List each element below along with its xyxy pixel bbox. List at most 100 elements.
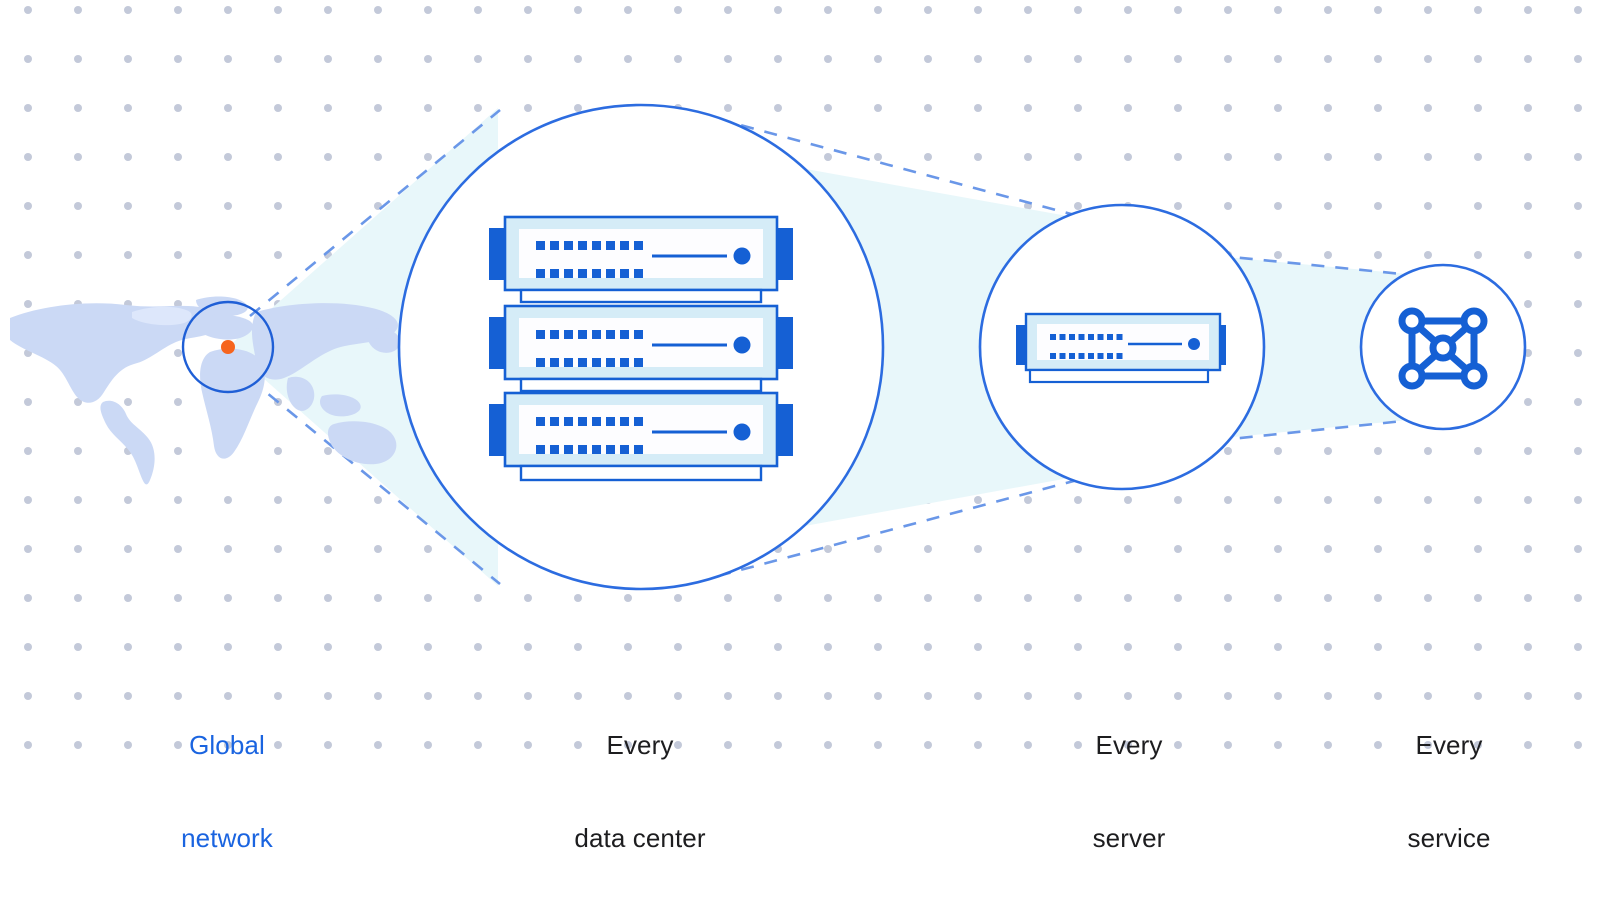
mesh-node-bottom-left xyxy=(1398,362,1426,390)
grid-dot xyxy=(74,741,82,749)
grid-dot xyxy=(824,643,832,651)
server-rack-unit-2 xyxy=(489,304,793,393)
grid-dot xyxy=(1424,741,1432,749)
grid-dot xyxy=(574,692,582,700)
grid-dot xyxy=(1124,692,1132,700)
dash-srv-top xyxy=(1191,251,1433,279)
grid-dot xyxy=(1274,55,1282,63)
grid-dot xyxy=(1374,202,1382,210)
grid-dot xyxy=(1524,55,1532,63)
grid-dot xyxy=(124,6,132,14)
grid-dot xyxy=(874,153,882,161)
grid-dot xyxy=(224,104,232,112)
grid-dot xyxy=(1224,496,1232,504)
grid-dot xyxy=(574,741,582,749)
grid-dot xyxy=(1324,251,1332,259)
grid-dot xyxy=(74,447,82,455)
grid-dot xyxy=(424,104,432,112)
grid-dot xyxy=(1074,496,1082,504)
grid-dot xyxy=(474,55,482,63)
grid-dot xyxy=(1524,496,1532,504)
mesh-node-bottom-right xyxy=(1460,362,1488,390)
led-cell xyxy=(1116,334,1123,340)
grid-dot xyxy=(174,643,182,651)
grid-dot xyxy=(1574,741,1582,749)
grid-dot xyxy=(1074,741,1082,749)
led-cell xyxy=(1107,353,1113,359)
grid-dot xyxy=(724,55,732,63)
led-cell xyxy=(592,269,601,278)
grid-dot xyxy=(824,104,832,112)
grid-dot xyxy=(1174,202,1182,210)
grid-dot xyxy=(1474,447,1482,455)
single-server-icon xyxy=(1016,312,1226,384)
grid-dot xyxy=(724,104,732,112)
grid-dot xyxy=(1424,545,1432,553)
grid-dot xyxy=(174,104,182,112)
led-cell xyxy=(578,241,587,250)
grid-dot xyxy=(1274,594,1282,602)
grid-dot xyxy=(74,251,82,259)
grid-dot xyxy=(1274,153,1282,161)
grid-dot xyxy=(274,594,282,602)
led-cell xyxy=(536,330,545,339)
grid-dot xyxy=(1074,594,1082,602)
grid-dot xyxy=(974,741,982,749)
grid-dot xyxy=(874,55,882,63)
stage-global-network[interactable] xyxy=(10,296,400,485)
grid-dot xyxy=(474,692,482,700)
led-cell xyxy=(1097,353,1104,359)
grid-dot xyxy=(924,6,932,14)
dash-srv-bottom xyxy=(1191,416,1433,445)
grid-dot xyxy=(1424,153,1432,161)
grid-dot xyxy=(974,545,982,553)
grid-dot xyxy=(224,741,232,749)
grid-dot xyxy=(1524,643,1532,651)
grid-dot xyxy=(1324,643,1332,651)
grid-dot xyxy=(274,6,282,14)
grid-dot xyxy=(574,643,582,651)
led-cell xyxy=(592,358,601,367)
grid-dot xyxy=(1524,447,1532,455)
grid-dot xyxy=(1524,251,1532,259)
label-global-network-line2: network xyxy=(181,823,273,853)
globe-locator-circle xyxy=(181,300,275,394)
grid-dot xyxy=(824,692,832,700)
grid-dot xyxy=(1274,545,1282,553)
grid-dot xyxy=(824,741,832,749)
grid-dot xyxy=(1124,643,1132,651)
grid-dot xyxy=(1024,692,1032,700)
led-cell xyxy=(564,417,573,426)
grid-dot xyxy=(174,692,182,700)
led-cell xyxy=(606,269,615,278)
grid-dot xyxy=(1174,692,1182,700)
grid-dot xyxy=(124,741,132,749)
led-cell xyxy=(620,358,629,367)
grid-dot xyxy=(324,202,332,210)
label-every-server: Every server xyxy=(979,668,1279,916)
grid-dot xyxy=(1174,545,1182,553)
grid-dot xyxy=(74,104,82,112)
led-cell xyxy=(634,269,643,278)
grid-dot xyxy=(1224,692,1232,700)
grid-dot xyxy=(24,398,32,406)
grid-dot xyxy=(1574,349,1582,357)
grid-dot xyxy=(24,643,32,651)
grid-dot xyxy=(724,741,732,749)
grid-dot xyxy=(1324,545,1332,553)
grid-dot xyxy=(1224,104,1232,112)
grid-dot xyxy=(1574,55,1582,63)
grid-dot xyxy=(1424,643,1432,651)
led-cell xyxy=(634,330,643,339)
grid-dot xyxy=(974,692,982,700)
grid-dot xyxy=(1074,104,1082,112)
grid-dot xyxy=(824,6,832,14)
grid-dot xyxy=(124,398,132,406)
grid-dot xyxy=(74,153,82,161)
grid-dot xyxy=(1274,6,1282,14)
led-cell xyxy=(1107,334,1113,340)
grid-dot xyxy=(1224,153,1232,161)
grid-dot xyxy=(1474,692,1482,700)
grid-dot xyxy=(924,594,932,602)
grid-dot xyxy=(774,6,782,14)
